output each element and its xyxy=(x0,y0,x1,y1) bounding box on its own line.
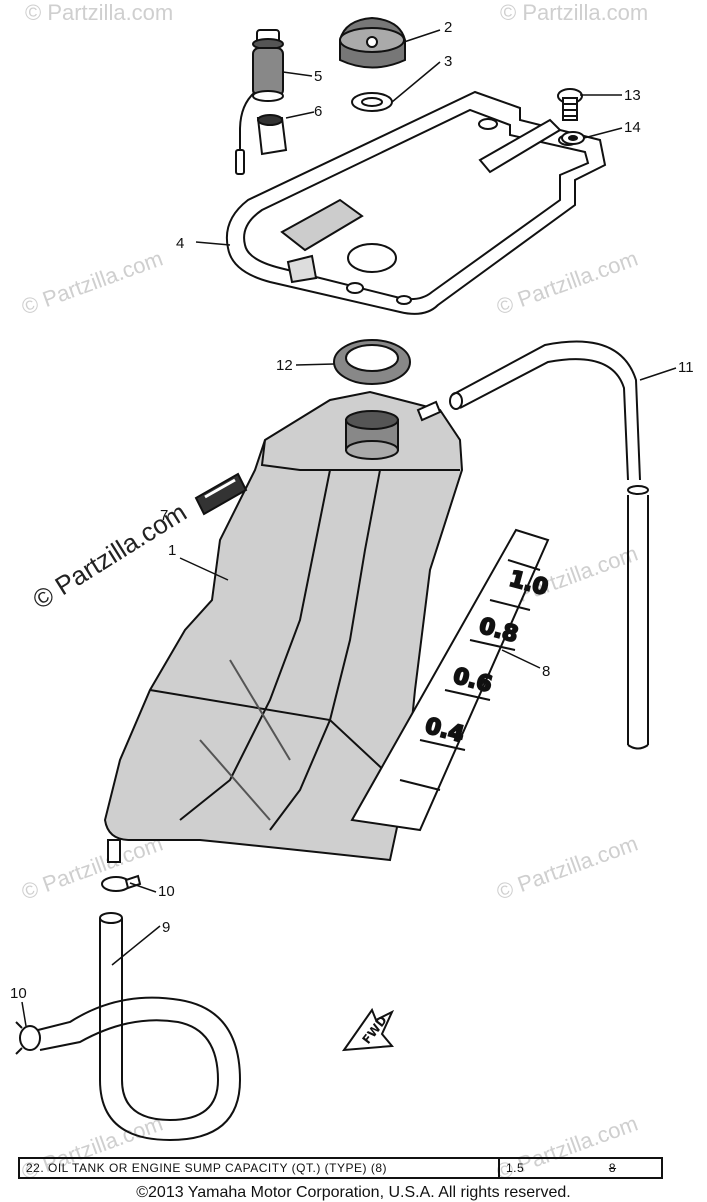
part-10-clip-lower xyxy=(15,1021,41,1055)
callout-10-upper: 10 xyxy=(158,883,175,900)
part-2-cap xyxy=(339,16,406,69)
callout-14: 14 xyxy=(624,119,641,136)
part-8-level-gauge: 1.0 0.8 0.6 0.4 xyxy=(350,528,552,832)
part-11-hose xyxy=(449,340,649,750)
capacity-type: 8 xyxy=(608,1161,617,1175)
callout-10-lower: 10 xyxy=(10,985,27,1002)
watermark: © Partzilla.com xyxy=(25,0,173,25)
callout-4: 4 xyxy=(176,235,184,252)
part-10-clip-upper xyxy=(101,874,142,892)
callout-3: 3 xyxy=(444,53,452,70)
capacity-table: 22. OIL TANK OR ENGINE SUMP CAPACITY (QT… xyxy=(18,1157,663,1179)
part-12-seal xyxy=(333,339,411,385)
part-1-oil-tank xyxy=(103,390,464,863)
callout-6: 6 xyxy=(314,103,322,120)
callout-13: 13 xyxy=(624,87,641,104)
watermark: © Partzilla.com xyxy=(493,246,641,320)
watermark: © Partzilla.com xyxy=(493,831,641,905)
part-6-grommet xyxy=(256,114,288,156)
callout-9: 9 xyxy=(162,919,170,936)
leader-lines xyxy=(21,29,677,1027)
callout-8: 8 xyxy=(542,663,550,680)
part-14-washer xyxy=(561,131,585,145)
part-7-label xyxy=(194,472,248,516)
capacity-label: 22. OIL TANK OR ENGINE SUMP CAPACITY (QT… xyxy=(20,1159,500,1177)
callout-2: 2 xyxy=(444,19,452,36)
callouts: 1 2 3 4 5 6 7 8 9 10 10 11 12 13 14 xyxy=(10,19,694,1002)
part-5-sender xyxy=(235,29,284,175)
callout-5: 5 xyxy=(314,68,322,85)
copyright-notice: ©2013 Yamaha Motor Corporation, U.S.A. A… xyxy=(136,1184,571,1201)
capacity-quantity: 1.5 xyxy=(506,1161,525,1175)
part-13-bolt xyxy=(557,88,583,121)
callout-12: 12 xyxy=(276,357,293,374)
part-4-cover-plate xyxy=(226,90,607,315)
fwd-arrow: FWD xyxy=(341,1007,395,1052)
part-9-hose xyxy=(37,912,242,1142)
watermark: © Partzilla.com xyxy=(18,831,166,905)
callout-7: 7 xyxy=(160,507,168,524)
part-3-gasket xyxy=(351,92,393,112)
watermark: © Partzilla.com xyxy=(500,0,648,25)
watermark: © Partzilla.com xyxy=(18,246,166,320)
callout-1: 1 xyxy=(168,542,176,559)
callout-11: 11 xyxy=(678,359,694,376)
